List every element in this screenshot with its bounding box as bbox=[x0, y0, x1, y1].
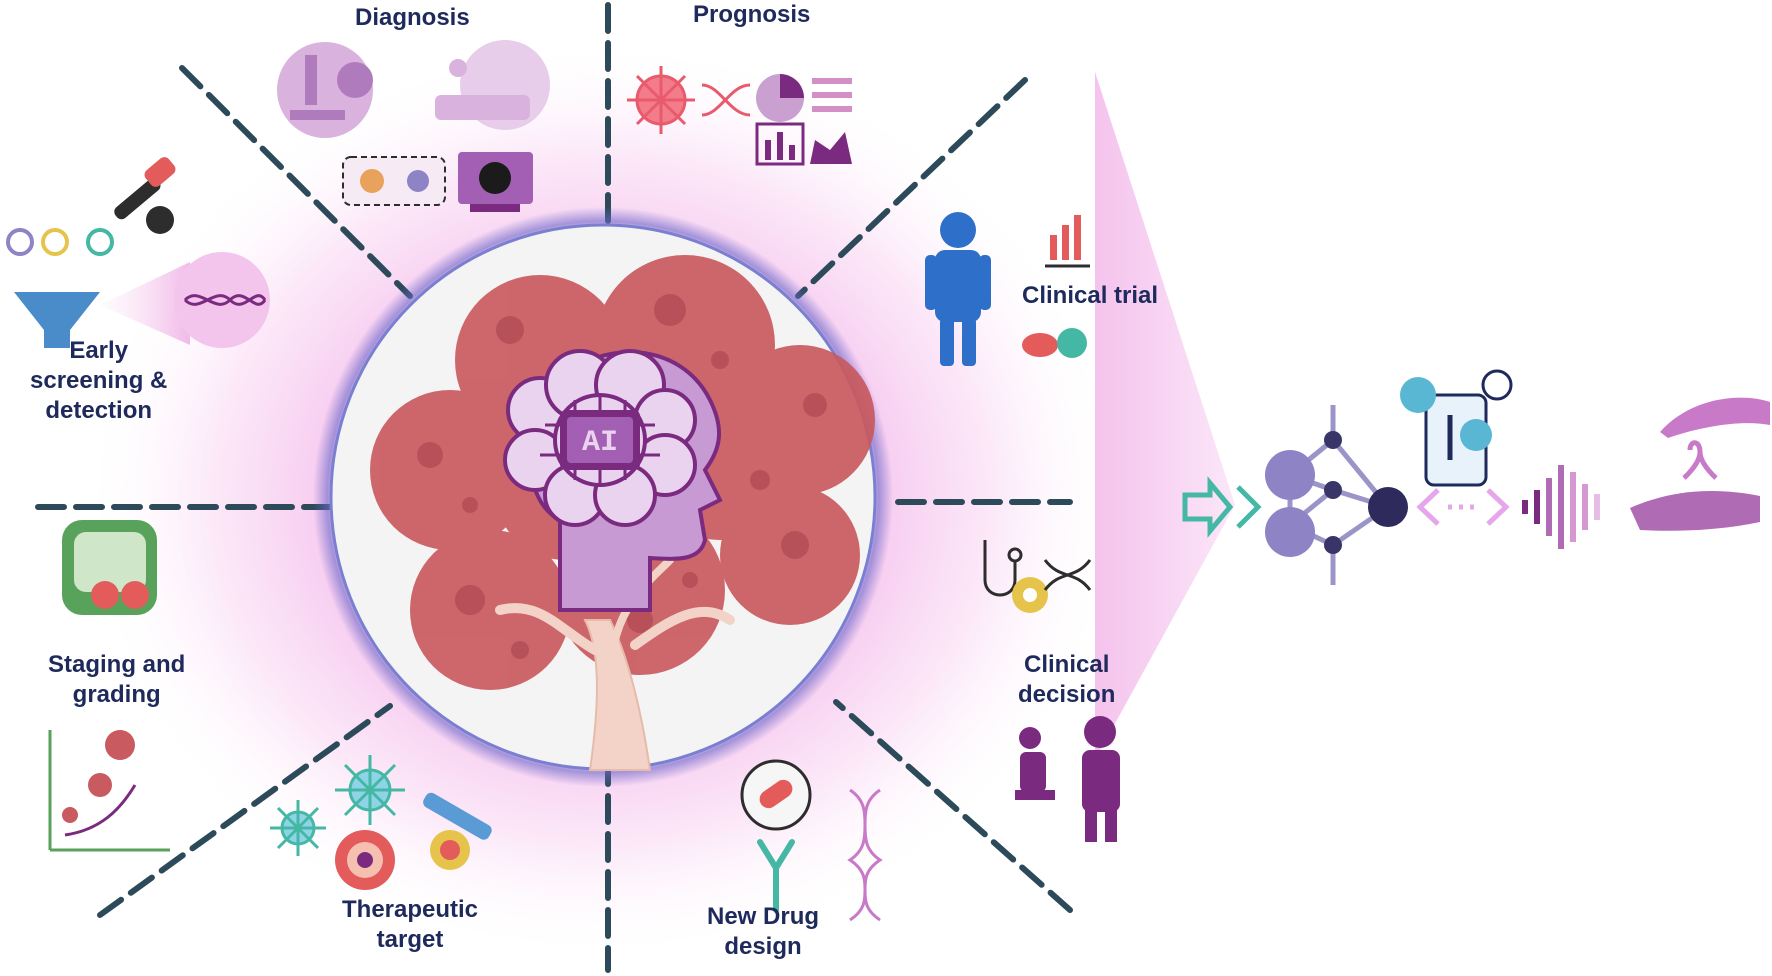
data-table-icon bbox=[812, 78, 852, 112]
label-early-screening: Early screening & detection bbox=[30, 336, 167, 426]
mri-scanner-icon bbox=[435, 40, 550, 130]
shuffle-icon bbox=[701, 83, 751, 117]
growth-chart-icon bbox=[48, 730, 170, 852]
stethoscope-icon bbox=[983, 540, 1023, 597]
gear-dna-icon bbox=[1012, 559, 1092, 613]
clinical-trial-icons bbox=[925, 212, 1090, 366]
drug-design-icons bbox=[740, 759, 883, 922]
label-clinical-decision: Clinical decision bbox=[1018, 650, 1115, 710]
label-therapeutic-target-line1: Therapeutic bbox=[342, 896, 479, 923]
syringe-icon bbox=[423, 792, 492, 870]
label-early-screening-line1: Early bbox=[69, 337, 129, 364]
label-staging-line1: Staging and bbox=[48, 651, 186, 678]
antibody-icon bbox=[757, 839, 795, 913]
ai-badge: AI bbox=[582, 426, 618, 460]
label-early-screening-line2: screening & bbox=[30, 367, 168, 394]
clinical-decision-icons bbox=[983, 540, 1120, 842]
ai-brain-head: AI bbox=[503, 349, 723, 612]
dna-analysis-icon bbox=[174, 252, 270, 348]
dropper-icon bbox=[114, 157, 176, 234]
output-pipeline bbox=[1182, 369, 1770, 585]
care-hands-ribbon-icon bbox=[1630, 397, 1770, 531]
label-early-screening-line3: detection bbox=[45, 397, 153, 424]
funnel-icon bbox=[6, 228, 114, 348]
mobile-device-icon bbox=[1400, 369, 1513, 487]
code-arrows-icon bbox=[1416, 488, 1510, 526]
label-new-drug-design: New Drug design bbox=[707, 902, 819, 962]
cell-staging-icon bbox=[62, 520, 157, 615]
dendritic-cell-icon bbox=[335, 755, 405, 825]
early-screening-icons bbox=[6, 157, 270, 348]
segment-dividers bbox=[35, 2, 1073, 973]
cell-image-icon bbox=[342, 156, 446, 206]
monitor-icon bbox=[458, 152, 533, 212]
therapeutic-icons bbox=[270, 755, 492, 890]
pills-icon bbox=[1022, 328, 1087, 358]
label-therapeutic-target-line2: target bbox=[376, 926, 444, 953]
label-new-drug-design-line1: New Drug bbox=[707, 903, 820, 930]
dna-sequence-icon bbox=[847, 788, 883, 922]
patient-icon bbox=[925, 212, 991, 366]
drug-molecule-icon bbox=[740, 759, 812, 831]
trial-chart-icon bbox=[1045, 215, 1090, 268]
immune-cell-icon bbox=[270, 800, 326, 856]
pie-chart-icon bbox=[756, 74, 804, 122]
input-arrow-icon bbox=[1182, 476, 1262, 538]
neural-network-icon bbox=[1265, 405, 1408, 585]
label-clinical-trial: Clinical trial bbox=[1022, 282, 1159, 309]
label-diagnosis: Diagnosis bbox=[355, 4, 470, 31]
signal-wave-icon bbox=[1522, 465, 1600, 549]
label-clinical-decision-line1: Clinical bbox=[1024, 651, 1110, 678]
bar-chart-icon bbox=[755, 122, 805, 166]
label-clinical-decision-line2: decision bbox=[1018, 681, 1116, 708]
doctor-patient-icon bbox=[1015, 716, 1120, 842]
label-staging: Staging and grading bbox=[48, 650, 185, 710]
area-chart-icon bbox=[810, 132, 852, 164]
prognosis-icons bbox=[627, 66, 852, 166]
label-new-drug-design-line2: design bbox=[724, 933, 802, 960]
output-beam bbox=[1095, 72, 1235, 760]
label-staging-line2: grading bbox=[72, 681, 161, 708]
diagnosis-icons bbox=[277, 40, 550, 212]
target-cell-icon bbox=[335, 830, 395, 890]
label-prognosis: Prognosis bbox=[693, 1, 811, 28]
screening-beam bbox=[100, 262, 190, 345]
virus-icon bbox=[627, 66, 695, 134]
label-therapeutic-target: Therapeutic target bbox=[342, 895, 478, 955]
staging-icons bbox=[48, 520, 170, 852]
